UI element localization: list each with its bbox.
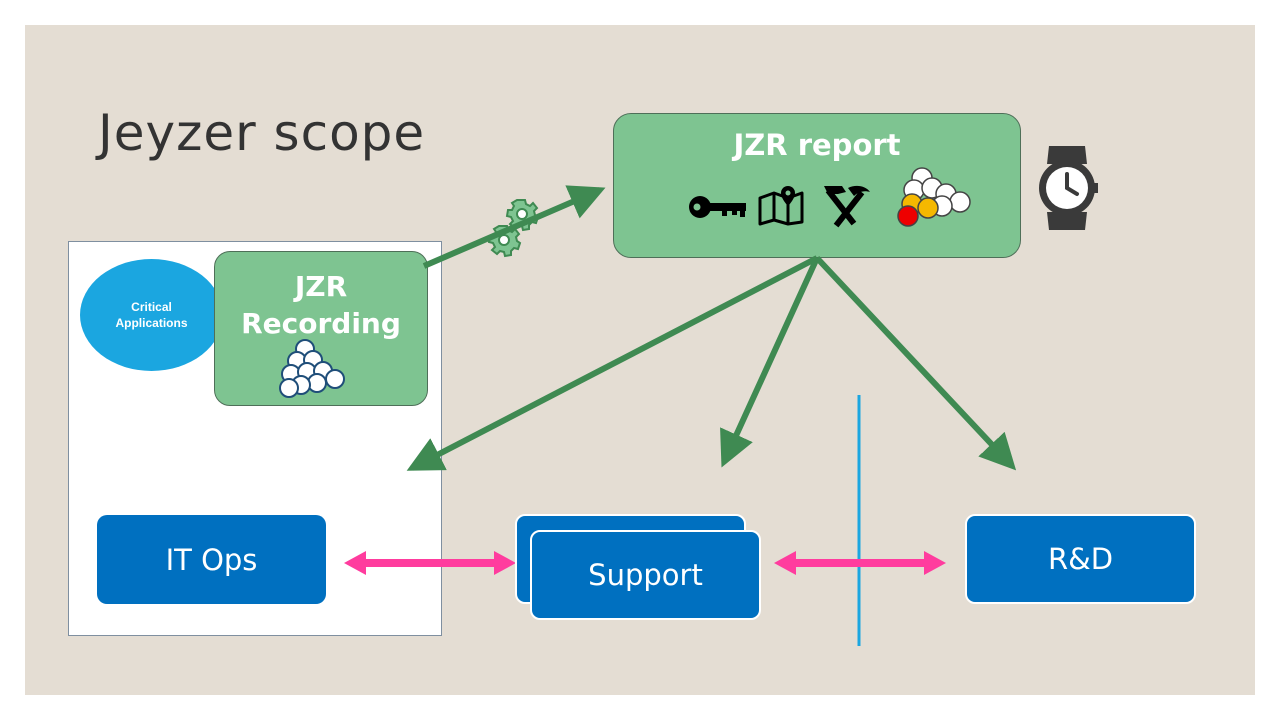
itops-label: IT Ops: [165, 542, 258, 577]
jzr-recording-label-line1: JZR: [294, 270, 348, 303]
page-title: Jeyzer scope: [98, 104, 426, 162]
itops-support-pink-arrow: [344, 551, 516, 575]
jzr-report-label: JZR report: [733, 128, 901, 162]
critical-applications-node: Critical Applications: [80, 259, 223, 371]
jzr-recording-label: JZR Recording: [215, 268, 427, 342]
report-to-itops-arrow: [406, 255, 819, 471]
report-to-rnd-arrow: [814, 255, 1017, 471]
support-node: Support: [530, 530, 761, 620]
map-icon: [758, 186, 804, 226]
jzr-recording-label-line2: Recording: [241, 307, 401, 340]
jzr-recording-node: JZR Recording: [214, 251, 428, 406]
watch-icon: [1039, 146, 1098, 230]
tools-icon: [824, 185, 870, 228]
recording-balls-icon: [279, 339, 345, 398]
report-to-support-arrow: [720, 256, 820, 468]
support-rnd-pink-arrow: [774, 551, 946, 575]
support-label: Support: [588, 558, 703, 592]
balls-icon: [897, 167, 971, 227]
rnd-label: R&D: [1047, 542, 1114, 576]
recording-to-report-arrow: [422, 185, 606, 269]
itops-node: IT Ops: [97, 515, 326, 604]
jzr-report-node: JZR report: [613, 113, 1021, 258]
rnd-node: R&D: [965, 514, 1196, 604]
key-icon: [689, 196, 746, 218]
critical-applications-label: Critical Applications: [115, 300, 188, 330]
